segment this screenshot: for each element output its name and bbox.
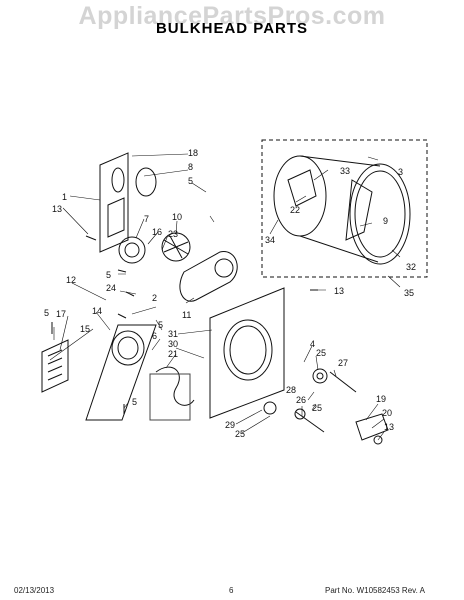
front-panel	[85, 324, 157, 421]
bulkhead-opening	[223, 319, 273, 381]
callout-31: 31	[168, 329, 178, 339]
callout-16: 16	[152, 227, 162, 237]
harness-box	[149, 373, 191, 421]
roller-shaft	[295, 411, 325, 433]
callout-7: 7	[144, 214, 149, 224]
footer-part-number: Part No. W10582453 Rev. A	[325, 586, 425, 595]
drum-front	[349, 163, 411, 265]
callout-22: 22	[290, 205, 300, 215]
callout-25b: 25	[312, 403, 322, 413]
callout-19: 19	[376, 394, 386, 404]
callout-11: 11	[182, 310, 191, 320]
callout-8: 8	[188, 162, 193, 172]
watermark: AppliancePartsPros.com	[78, 2, 386, 30]
wire-harness	[155, 366, 195, 406]
callout-4: 4	[310, 339, 315, 349]
drum-rear	[273, 155, 327, 237]
callout-10: 10	[172, 212, 182, 222]
drum-group-box	[261, 139, 428, 278]
callout-25c: 25	[235, 429, 245, 439]
callout-25a: 25	[316, 348, 326, 358]
callout-33: 33	[340, 166, 350, 176]
drum-roller-2	[263, 401, 277, 415]
rear-panel	[99, 152, 129, 253]
callout-27: 27	[338, 358, 348, 368]
drum-roller	[312, 368, 328, 384]
callout-15: 15	[80, 324, 90, 334]
callout-13c: 13	[384, 422, 394, 432]
lint-screen-grill	[111, 330, 145, 366]
callout-34: 34	[265, 235, 275, 245]
blower-duct	[179, 251, 238, 302]
callout-23: 23	[168, 229, 178, 239]
callout-29: 29	[225, 420, 235, 430]
control-bracket	[41, 339, 69, 393]
callout-9: 9	[383, 216, 388, 226]
footer-date: 02/13/2013	[14, 586, 55, 595]
callout-1: 1	[62, 192, 67, 202]
page-title: BULKHEAD PARTS	[155, 20, 309, 37]
callout-28: 28	[286, 385, 296, 395]
callout-21: 21	[168, 349, 178, 359]
callout-26: 26	[296, 395, 306, 405]
callout-18: 18	[188, 148, 198, 158]
callout-32: 32	[406, 262, 416, 272]
thermostat-seal	[135, 167, 157, 197]
callout-13b: 13	[334, 286, 344, 296]
callout-13: 13	[52, 204, 62, 214]
callout-5d: 5	[158, 320, 163, 330]
footer-page-number: 6	[229, 586, 234, 595]
callout-12: 12	[66, 275, 76, 285]
callout-24: 24	[106, 283, 116, 293]
blower-housing	[118, 236, 146, 264]
callout-6: 6	[152, 331, 157, 341]
callout-5a: 5	[188, 176, 193, 186]
drum-baffle	[287, 169, 317, 207]
callout-5e: 5	[132, 397, 137, 407]
callout-17: 17	[56, 309, 66, 319]
callout-2: 2	[152, 293, 157, 303]
callout-14: 14	[92, 306, 102, 316]
bulkhead	[209, 287, 285, 419]
callout-3: 3	[398, 167, 403, 177]
idler-bracket	[355, 413, 389, 441]
callout-30: 30	[168, 339, 178, 349]
callout-5c: 5	[44, 308, 49, 318]
callout-5b: 5	[106, 270, 111, 280]
drum-baffle-2	[345, 179, 373, 241]
callout-20: 20	[382, 408, 392, 418]
callout-35: 35	[404, 288, 414, 298]
